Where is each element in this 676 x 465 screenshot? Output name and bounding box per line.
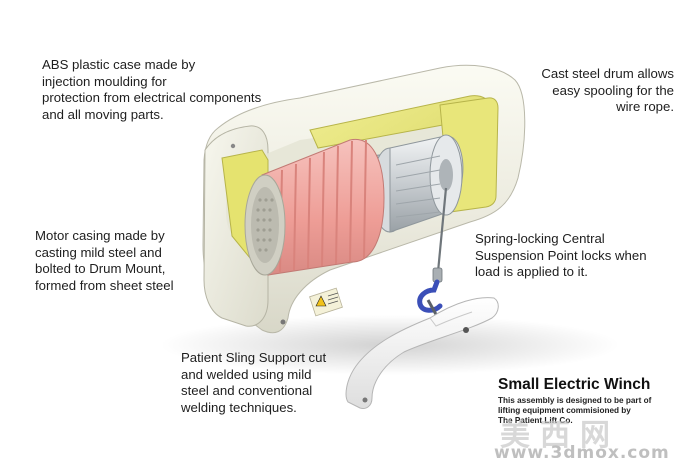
- diagram-subtitle: This assembly is designed to be part of …: [498, 396, 652, 425]
- watermark-logo: 美西网: [500, 418, 620, 453]
- annotation-drum: Cast steel drum allows easy spooling for…: [541, 66, 674, 114]
- annotation-motor: Motor casing made by casting mild steel …: [35, 228, 174, 293]
- title-block: Small Electric Winch This assembly is de…: [498, 376, 673, 426]
- annotation-sling: Patient Sling Support cut and welded usi…: [181, 350, 327, 415]
- sling-support-bar: [345, 297, 499, 409]
- diagram-title: Small Electric Winch: [498, 376, 651, 393]
- annotation-case: ABS plastic case made by injection mould…: [42, 57, 262, 122]
- wire-rope: [436, 187, 448, 273]
- watermark-url: www.3dmox.com: [494, 443, 670, 463]
- case-screw: [280, 319, 286, 325]
- annotation-suspension: Spring-locking Central Suspension Point …: [475, 231, 647, 279]
- case-screw: [230, 143, 236, 149]
- motor-casing: [244, 138, 385, 276]
- warning-label: [309, 287, 343, 317]
- suspension-hook: [417, 267, 443, 319]
